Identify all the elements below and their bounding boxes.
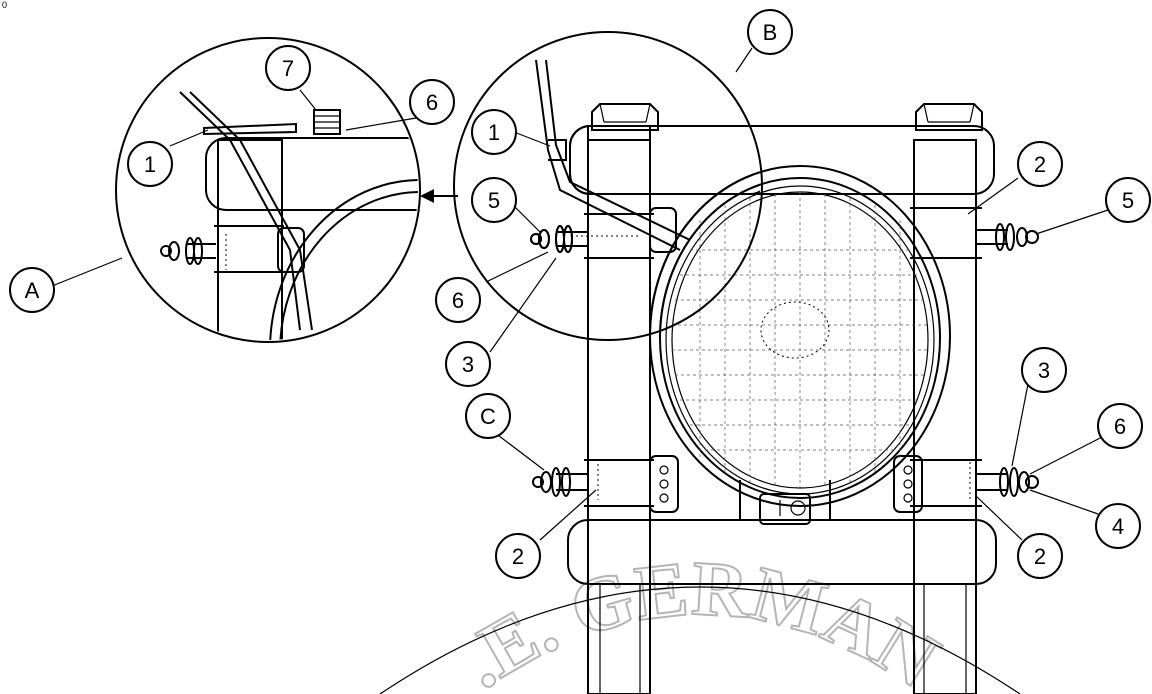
callout-label: 5 <box>488 188 500 213</box>
callout-label: B <box>763 20 778 45</box>
callout-label: 6 <box>452 288 464 313</box>
top-crossbar <box>569 125 995 195</box>
callout-c6c: 6 <box>1097 403 1143 449</box>
watermark: N.E. GERMANY <box>0 0 1021 694</box>
callout-c2b: 2 <box>495 533 541 579</box>
detail-arrow <box>420 189 458 203</box>
callout-label: 1 <box>488 120 500 145</box>
callout-label: 2 <box>1034 544 1046 569</box>
callout-c7: 7 <box>265 45 311 91</box>
callout-label: A <box>25 278 40 303</box>
callout-label: 7 <box>282 56 294 81</box>
headlamp <box>649 165 951 507</box>
callout-cB: B <box>747 9 793 55</box>
callout-label: 5 <box>1122 188 1134 213</box>
bolt-left-lower <box>532 467 588 497</box>
bolt-right-upper <box>976 223 1039 251</box>
callout-label: 2 <box>512 544 524 569</box>
callout-c4: 4 <box>1095 503 1141 549</box>
callout-label: C <box>480 404 496 429</box>
callout-c1b: 1 <box>471 109 517 155</box>
callout-c6a: 6 <box>409 79 455 125</box>
callout-cA: A <box>9 267 55 313</box>
callout-c5b: 5 <box>1105 177 1151 223</box>
lamp-bracket <box>739 480 831 525</box>
corner-mark: 0 <box>2 0 8 10</box>
callout-c1a: 1 <box>127 141 173 187</box>
callout-c5a: 5 <box>471 177 517 223</box>
callout-cC: C <box>465 393 511 439</box>
callout-c2a: 2 <box>1017 141 1063 187</box>
left-post <box>587 139 651 694</box>
clamp-bands <box>584 207 982 513</box>
lamp-lens-grid <box>672 192 928 488</box>
callout-label: 6 <box>1114 414 1126 439</box>
callout-c6b: 6 <box>435 277 481 323</box>
callout-c2c: 2 <box>1017 533 1063 579</box>
callouts: 7 6 1A B 1 5 6 3 2 5C 3 6 4 2 2 <box>9 9 1151 579</box>
detail-circle-a <box>115 37 421 343</box>
callout-label: 3 <box>1038 358 1050 383</box>
callout-c3a: 3 <box>445 341 491 387</box>
callout-label: 1 <box>144 152 156 177</box>
callout-label: 3 <box>462 352 474 377</box>
callout-label: 2 <box>1034 152 1046 177</box>
bolt-right-lower <box>976 467 1039 497</box>
callout-label: 6 <box>426 90 438 115</box>
callout-c3b: 3 <box>1021 347 1067 393</box>
callout-label: 4 <box>1112 514 1124 539</box>
right-post <box>913 139 977 694</box>
